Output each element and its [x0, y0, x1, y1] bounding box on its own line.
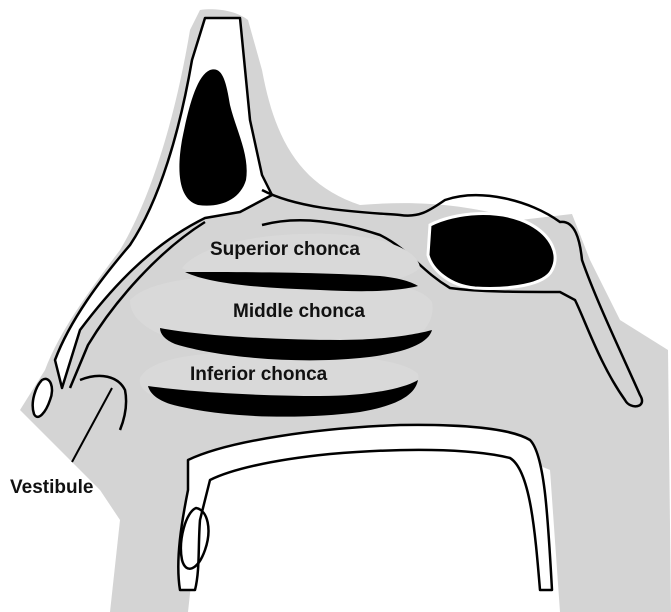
hard-palate [178, 425, 552, 590]
label-vestibule: Vestibule [10, 478, 93, 497]
label-inferior-concha: Inferior chonca [190, 365, 327, 384]
label-middle-concha: Middle chonca [233, 302, 365, 321]
label-superior-concha: Superior chonca [210, 240, 360, 259]
